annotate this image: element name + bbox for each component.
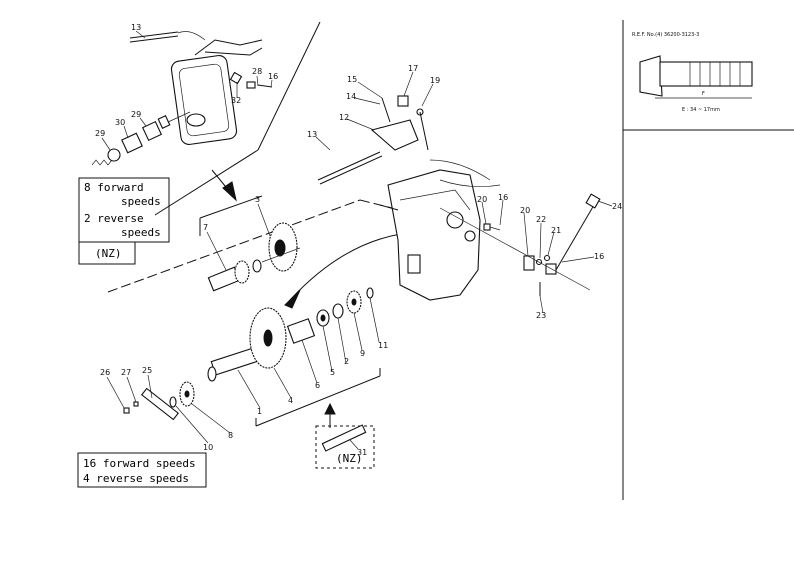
callout-25: 25: [142, 366, 152, 375]
callout-4: 4: [288, 396, 293, 405]
callout-8: 8: [228, 431, 233, 440]
sleeve-6: [286, 318, 316, 344]
callout-22: 22: [536, 215, 546, 224]
callout-28: 28: [252, 67, 262, 76]
gear-8: [169, 381, 195, 408]
washer-5: [316, 309, 330, 327]
callout-23: 23: [536, 311, 546, 320]
washer-2: [332, 303, 344, 319]
callout-12: 12: [339, 113, 349, 122]
box-top-line1: 8 forward: [84, 181, 144, 194]
gear-bracket-2: [255, 368, 381, 427]
gear-9: [346, 290, 362, 314]
callout-6: 6: [315, 381, 320, 390]
shift-shaft-13: [317, 151, 383, 185]
gear-3: [268, 222, 298, 272]
ref-note: R.E.F. No.(4) 36200-3123-3: [632, 32, 699, 38]
callout-13-top: 13: [131, 23, 141, 32]
gear-bracket-1: [199, 195, 263, 236]
svg-text:F: F: [702, 91, 705, 97]
direction-arrow-1: [211, 169, 237, 202]
callout-21: 21: [551, 226, 561, 235]
ring-11: [366, 287, 374, 299]
callout-32: 32: [231, 96, 241, 105]
shift-fork-assembly: [370, 95, 429, 151]
callout-14: 14: [346, 92, 356, 101]
callout-7: 7: [203, 223, 208, 232]
transmission-case: [379, 159, 501, 301]
bolt-reference: R.E.F. No.(4) 36200-3123-3 F E : 34 ~ 17…: [632, 32, 753, 113]
callout-31: 31: [357, 448, 367, 457]
bolt-dimension: E : 34 ~ 17mm: [682, 107, 720, 113]
box-top-line2: speeds: [121, 195, 161, 208]
callout-29-right: 29: [131, 110, 141, 119]
callout-5: 5: [330, 368, 335, 377]
callout-16-mid: 16: [498, 193, 508, 202]
box-bottom-line2: 4 reverse speeds: [83, 472, 189, 485]
lock-plate-25: [123, 387, 179, 421]
transmission-cover: [129, 31, 263, 146]
nz-tag: (NZ): [336, 452, 363, 465]
shift-shaft-pin: [229, 71, 273, 89]
leader-lines: [101, 30, 613, 450]
callout-2: 2: [344, 357, 349, 366]
callout-10: 10: [203, 443, 213, 452]
callout-20-left: 20: [477, 195, 487, 204]
callout-17: 17: [408, 64, 418, 73]
callout-15: 15: [347, 75, 357, 84]
callout-26: 26: [100, 368, 110, 377]
spring-assembly: [91, 111, 191, 166]
callout-18: 16: [594, 252, 604, 261]
speed-info-box-bottom: 16 forward speeds 4 reverse speeds: [77, 452, 207, 488]
speed-info-box-top: 8 forward speeds 2 reverse speeds (NZ): [78, 177, 170, 265]
callout-3: 3: [255, 195, 260, 204]
callout-11: 11: [378, 341, 388, 350]
gear-7: [207, 247, 301, 292]
callout-30: 30: [115, 118, 125, 127]
callout-24: 24: [612, 202, 622, 211]
box-top-line3: 2 reverse: [84, 212, 144, 225]
callout-29-left: 29: [95, 129, 105, 138]
box-top-tag: (NZ): [95, 247, 122, 260]
callout-1: 1: [257, 407, 262, 416]
callout-20-right: 20: [520, 206, 530, 215]
box-bottom-line1: 16 forward speeds: [83, 457, 196, 470]
direction-arrow-2: [324, 402, 336, 428]
linkage-parts: [439, 207, 591, 296]
box-top-line4: speeds: [121, 226, 161, 239]
callout-19: 19: [430, 76, 440, 85]
callout-16-top: 16: [268, 72, 278, 81]
callout-27: 27: [121, 368, 131, 377]
callout-13-mid: 13: [307, 130, 317, 139]
gear-4: [249, 307, 287, 369]
callout-9: 9: [360, 349, 365, 358]
nz-shaft-box: (NZ): [315, 424, 375, 469]
